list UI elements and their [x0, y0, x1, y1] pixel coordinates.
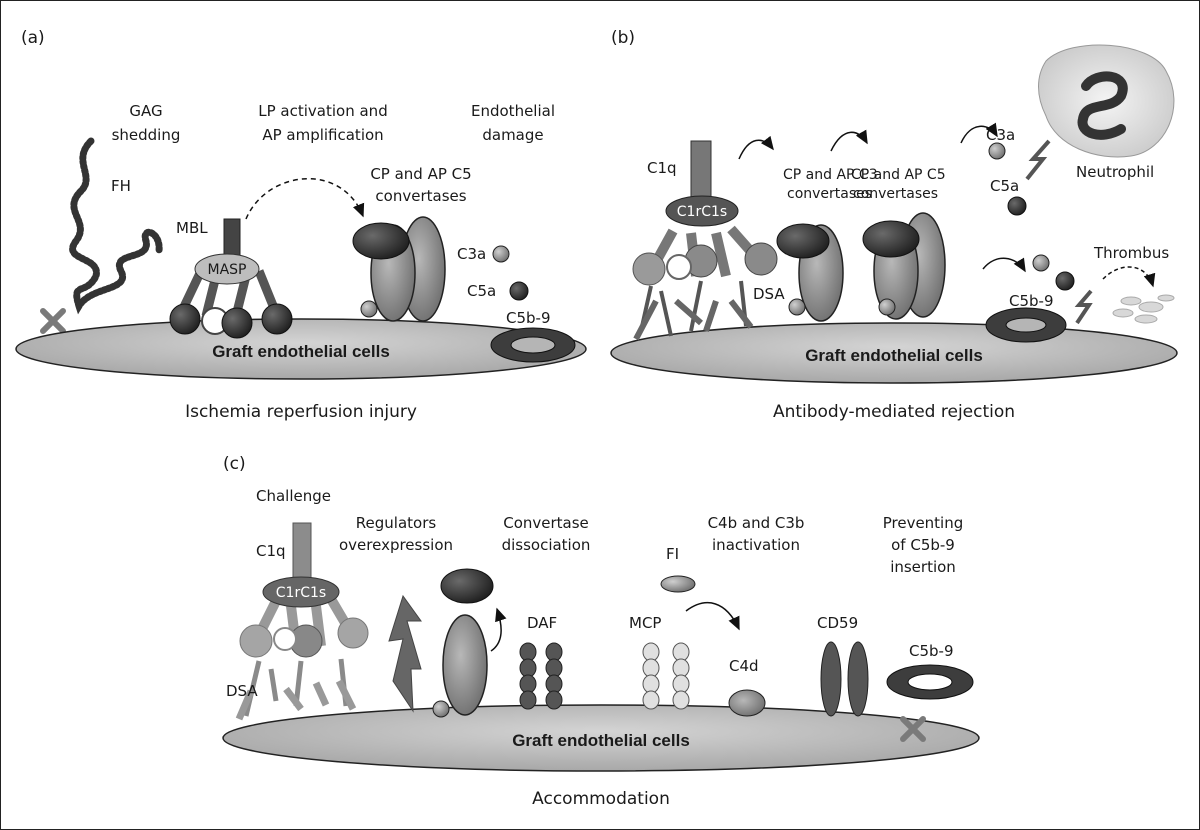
c3a-ball-b2: [1032, 254, 1050, 272]
heading-gag-2: shedding: [112, 126, 181, 144]
c5-convertase-label: CP and AP C5: [370, 165, 471, 183]
dashed-arrow-a: [245, 178, 365, 220]
c3a-arrow: [960, 122, 998, 144]
membrane-b-label: Graft endothelial cells: [805, 346, 983, 365]
preventing-label: Preventing: [883, 514, 964, 532]
thrombus-platelets: [1112, 294, 1175, 324]
heading-endothelial-2: damage: [482, 126, 543, 144]
c3conv-label-2: convertases: [787, 186, 872, 202]
c5a-ball-b: [1007, 196, 1027, 216]
fi-label: FI: [666, 545, 679, 563]
c5-convertase-label-2: convertases: [375, 187, 466, 205]
fi-arrow: [685, 602, 740, 631]
panel-c-tag: (c): [223, 454, 246, 474]
dissociated-subunit: [440, 568, 494, 604]
x-mark-icon-c: [900, 716, 926, 742]
membrane-c: [222, 704, 980, 772]
membrane-a-label: Graft endothelial cells: [212, 342, 390, 361]
regulators-label-2: overexpression: [339, 536, 453, 554]
c1q-label-b: C1q: [647, 159, 677, 177]
neutrophil-label: Neutrophil: [1076, 163, 1154, 181]
heading-endothelial: Endothelial: [471, 102, 555, 120]
panel-c: (c) Challenge Regulators overexpression …: [222, 454, 980, 809]
caption-b: Antibody-mediated rejection: [773, 402, 1015, 422]
convertase-c: [442, 614, 488, 716]
fh-label: FH: [111, 177, 131, 195]
panel-b: (b) Neutrophil C3a C5a Thrombus Graft en…: [610, 28, 1178, 422]
mac-label-b: C5b-9: [1009, 292, 1054, 310]
membrane-c-label: Graft endothelial cells: [512, 731, 690, 750]
convertase-ball-c: [432, 700, 450, 718]
fh-chain: [69, 137, 163, 315]
c3a-label-a: C3a: [457, 245, 486, 263]
panel-b-tag: (b): [611, 28, 635, 48]
preventing-label-2: of C5b-9: [891, 536, 955, 554]
c1rc1s-label-b: C1rC1s: [677, 204, 727, 220]
lightning-icon-c: [388, 594, 422, 713]
c5a-ball-a: [509, 281, 529, 301]
c5conv-label: CP and AP C5: [851, 167, 946, 183]
dsa-label-c: DSA: [226, 682, 258, 700]
c3a-ball-a: [492, 245, 510, 263]
c3a-ball-b: [988, 142, 1006, 160]
cd59-protein-1: [820, 641, 842, 717]
mcp-label: MCP: [629, 614, 661, 632]
c1rc1s-label-c: C1rC1s: [276, 585, 326, 601]
c5a-ball-b2: [1055, 271, 1075, 291]
panel-a: (a) GAG shedding LP activation and AP am…: [15, 28, 587, 422]
caption-a: Ischemia reperfusion injury: [185, 402, 417, 422]
fi-protein: [660, 575, 696, 593]
c3conv-label: CP and AP C3: [783, 167, 878, 183]
c3-convertase-b: [776, 223, 844, 322]
regulators-label: Regulators: [356, 514, 437, 532]
c1q-label-c: C1q: [256, 542, 286, 560]
caption-c: Accommodation: [532, 789, 670, 809]
c3conv-arrow: [738, 135, 774, 160]
neutrophil-cell: [1038, 44, 1175, 158]
lightning-icon-2: [1074, 289, 1093, 325]
daf-protein: [519, 642, 563, 710]
c5conv-label-2: convertases: [853, 186, 938, 202]
heading-lp-2: AP amplification: [262, 126, 383, 144]
c1-complex-c: C1rC1s: [235, 522, 369, 721]
dissociation-arrow: [490, 607, 507, 652]
c5a-label-a: C5a: [467, 282, 496, 300]
mac-arrow-b: [982, 257, 1026, 273]
x-mark-icon: [40, 308, 66, 334]
dissociation-label: Convertase: [503, 514, 589, 532]
dissociation-label-2: dissociation: [502, 536, 591, 554]
c4d-fragment: [728, 689, 766, 717]
membrane-a: [15, 318, 587, 380]
mac-label-c: C5b-9: [909, 642, 954, 660]
cd59-label: CD59: [817, 614, 858, 632]
challenge-label: Challenge: [256, 487, 331, 505]
thrombus-arrow: [1102, 266, 1156, 288]
daf-label: DAF: [527, 614, 557, 632]
c1-complex-b: C1rC1s: [632, 140, 778, 341]
c4d-label: C4d: [729, 657, 759, 675]
inactivation-label: C4b and C3b: [708, 514, 805, 532]
c5a-label-b: C5a: [990, 177, 1019, 195]
mbl-label: MBL: [176, 219, 208, 237]
cd59-protein-2: [847, 641, 869, 717]
heading-gag: GAG: [129, 102, 162, 120]
heading-lp: LP activation and: [258, 102, 387, 120]
preventing-label-3: insertion: [890, 558, 956, 576]
dsa-label-b: DSA: [753, 285, 785, 303]
c5-convertase-b: [862, 212, 946, 320]
mcp-protein: [642, 642, 690, 710]
lightning-icon: [1025, 139, 1051, 181]
mac-label-a: C5b-9: [506, 309, 551, 327]
c5conv-arrow: [830, 129, 868, 152]
mbl-masp-complex: MASP: [169, 218, 293, 339]
c5-convertase-a: [352, 216, 446, 322]
masp-label: MASP: [208, 262, 247, 278]
thrombus-label: Thrombus: [1093, 244, 1169, 262]
panel-a-tag: (a): [21, 28, 45, 48]
inactivation-label-2: inactivation: [712, 536, 800, 554]
